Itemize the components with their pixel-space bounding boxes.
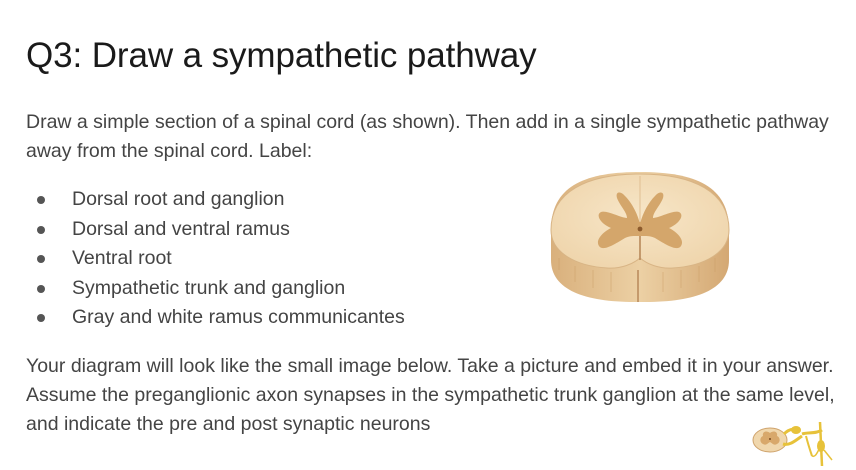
bullet-icon <box>37 314 45 322</box>
intro-paragraph: Draw a simple section of a spinal cord (… <box>26 111 829 162</box>
list-item-text: Dorsal and ventral ramus <box>72 217 290 240</box>
label-list: Dorsal root and ganglion Dorsal and vent… <box>26 185 405 333</box>
list-item: Dorsal and ventral ramus <box>26 215 405 245</box>
instructions-paragraph: Your diagram will look like the small im… <box>26 355 835 435</box>
list-item-text: Gray and white ramus communicantes <box>72 306 405 328</box>
list-item-text: Dorsal root and ganglion <box>72 188 285 210</box>
bullet-icon <box>37 284 45 293</box>
list-item: Ventral root <box>26 244 405 274</box>
pathway-thumbnail-image <box>752 421 833 467</box>
list-item: Gray and white ramus communicantes <box>26 303 405 333</box>
list-item-text: Sympathetic trunk and ganglion <box>72 276 346 299</box>
bullet-icon <box>37 225 45 234</box>
slide-title: Q3: Draw a sympathetic pathway <box>26 36 537 75</box>
bullet-icon <box>37 255 45 263</box>
list-item: Sympathetic trunk and ganglion <box>26 274 405 304</box>
bullet-icon <box>37 196 45 204</box>
list-item: Dorsal root and ganglion <box>26 185 405 215</box>
list-item-text: Ventral root <box>72 247 172 269</box>
spinal-cord-image <box>550 172 730 302</box>
